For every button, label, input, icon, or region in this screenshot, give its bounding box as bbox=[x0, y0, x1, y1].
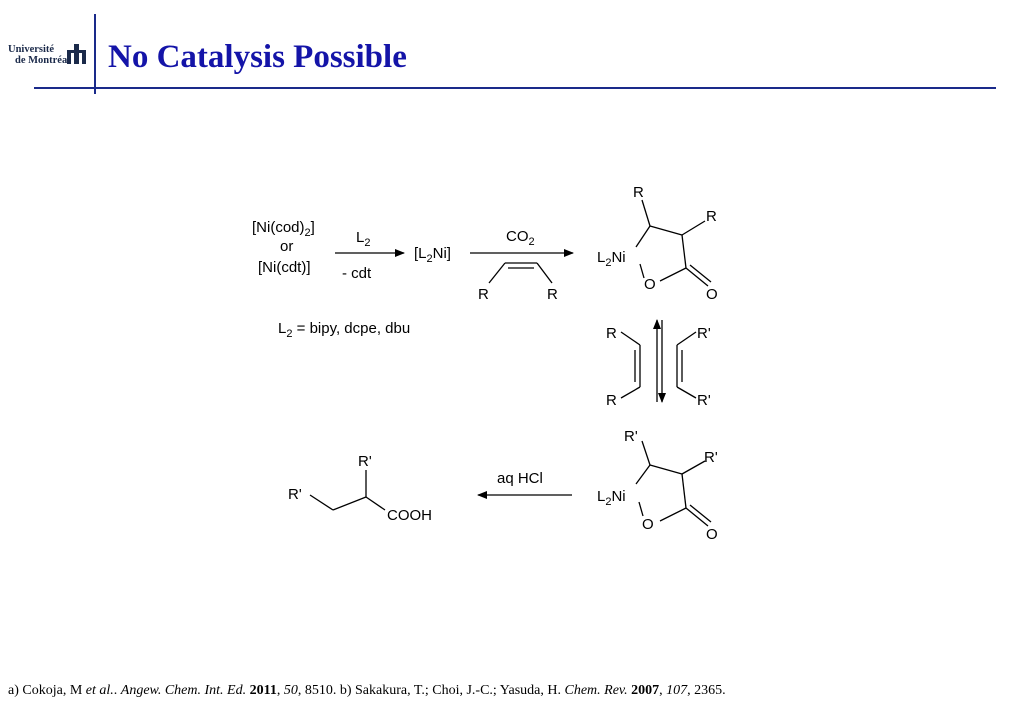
footer-references: a) Cokoja, M et al.. Angew. Chem. Int. E… bbox=[8, 683, 726, 698]
product-r-prime-left: R' bbox=[288, 486, 302, 503]
start-material-1: [Ni(cod)2] bbox=[252, 219, 315, 239]
alkene-r-left: R bbox=[478, 286, 489, 303]
metallacycle-1-r-top: R bbox=[633, 184, 644, 201]
metallacycle-2-r-prime-right: R' bbox=[704, 449, 718, 466]
slide-title: No Catalysis Possible bbox=[108, 39, 407, 75]
cis-alkene bbox=[488, 262, 553, 284]
nickelalactone-2-bonds bbox=[635, 440, 712, 527]
header-vertical-rule bbox=[94, 14, 96, 94]
start-or-label: or bbox=[280, 238, 293, 255]
alkene-left-r-bottom: R bbox=[606, 392, 617, 409]
ni-intermediate: [L2Ni] bbox=[414, 245, 451, 265]
metallacycle-2-ring-o: O bbox=[642, 516, 654, 533]
product-cooh: COOH bbox=[387, 507, 432, 524]
metallacycle-1-carbonyl-o: O bbox=[706, 286, 718, 303]
metallacycle-2-carbonyl-o: O bbox=[706, 526, 718, 543]
alkene-r-pair bbox=[620, 331, 641, 399]
carboxylic-acid-product-bonds bbox=[309, 470, 386, 511]
logo-line-1: Université bbox=[8, 44, 55, 55]
logo-line-2: de Montréal bbox=[15, 55, 71, 66]
nickelalactone-1-bonds bbox=[635, 199, 712, 287]
alkene-right-r-prime-top: R' bbox=[697, 325, 711, 342]
ligand-definition: L2 = bipy, dcpe, dbu bbox=[278, 320, 410, 340]
metallacycle-1-ni: L2Ni bbox=[597, 249, 626, 269]
alkene-r-prime-pair bbox=[676, 331, 697, 399]
alkene-r-right: R bbox=[547, 286, 558, 303]
start-material-2: [Ni(cdt)] bbox=[258, 259, 311, 276]
alkene-left-r-top: R bbox=[606, 325, 617, 342]
university-logo: Université de Montréal bbox=[8, 40, 88, 72]
metallacycle-1-ring-o: O bbox=[644, 276, 656, 293]
header-horizontal-rule bbox=[34, 87, 996, 89]
metallacycle-2-ni: L2Ni bbox=[597, 488, 626, 508]
byproduct-cdt: - cdt bbox=[342, 265, 372, 282]
product-r-prime-top: R' bbox=[358, 453, 372, 470]
metallacycle-2-r-prime-top: R' bbox=[624, 428, 638, 445]
reagent-co2: CO2 bbox=[506, 228, 535, 248]
alkene-right-r-prime-bottom: R' bbox=[697, 392, 711, 409]
metallacycle-1-r-right: R bbox=[706, 208, 717, 225]
reagent-aq-hcl: aq HCl bbox=[497, 470, 543, 487]
tower-logo-icon bbox=[67, 44, 86, 64]
reagent-ligand: L2 bbox=[356, 229, 370, 249]
